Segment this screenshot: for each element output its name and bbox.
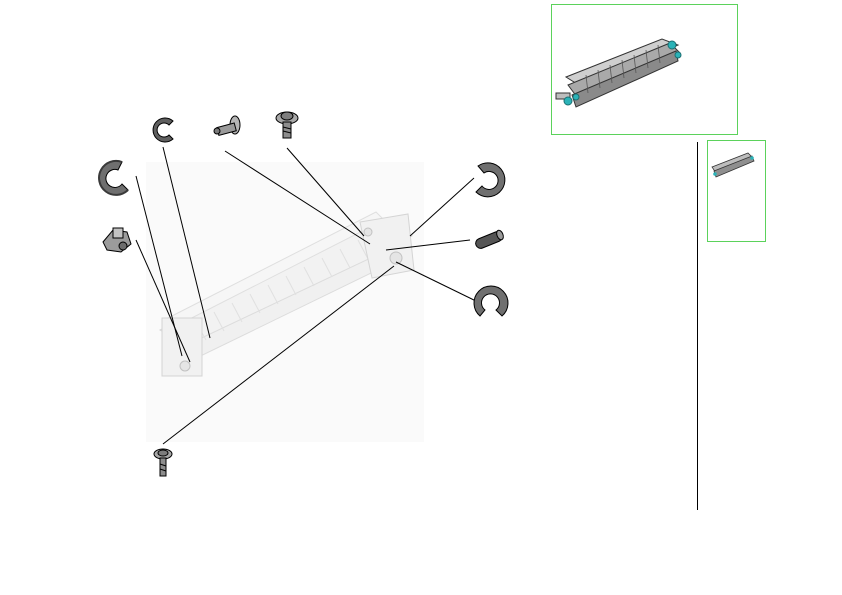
leader-e-ring-left-top	[162, 146, 211, 339]
leader-flange-screw-top	[286, 147, 365, 237]
assembly-left-boss	[179, 360, 191, 372]
ghost-assembly	[146, 162, 424, 442]
flange-screw-icon	[153, 448, 173, 477]
assembly-top-boss	[363, 227, 373, 237]
assembly-overview-thumbnail-small	[707, 140, 766, 242]
e-ring-icon	[98, 159, 129, 196]
assembly-right-boss	[389, 251, 403, 265]
leader-flange-screw-bottom	[162, 265, 395, 445]
e-ring-icon	[473, 285, 509, 317]
assembly-overview-thumbnail-large	[551, 4, 738, 135]
shoulder-pin-icon	[213, 115, 241, 136]
leader-shoulder-pin	[224, 150, 371, 245]
bushing-clip-icon	[102, 227, 132, 253]
fuser-assembly-icon	[711, 152, 755, 178]
flange-screw-icon	[275, 111, 299, 139]
leader-bushing-clip	[135, 239, 191, 363]
roller-pin-icon	[475, 229, 504, 249]
leader-roller-shaft-pin	[385, 239, 471, 251]
leader-e-ring-right-upper	[409, 177, 475, 237]
fuser-assembly-icon	[555, 38, 682, 108]
leader-e-ring-right-lower	[395, 261, 479, 303]
e-ring-icon	[475, 162, 506, 198]
assembly-ribs	[195, 239, 369, 341]
panel-divider	[697, 142, 698, 510]
c-clip-icon	[152, 117, 174, 143]
leader-lines	[135, 146, 479, 445]
